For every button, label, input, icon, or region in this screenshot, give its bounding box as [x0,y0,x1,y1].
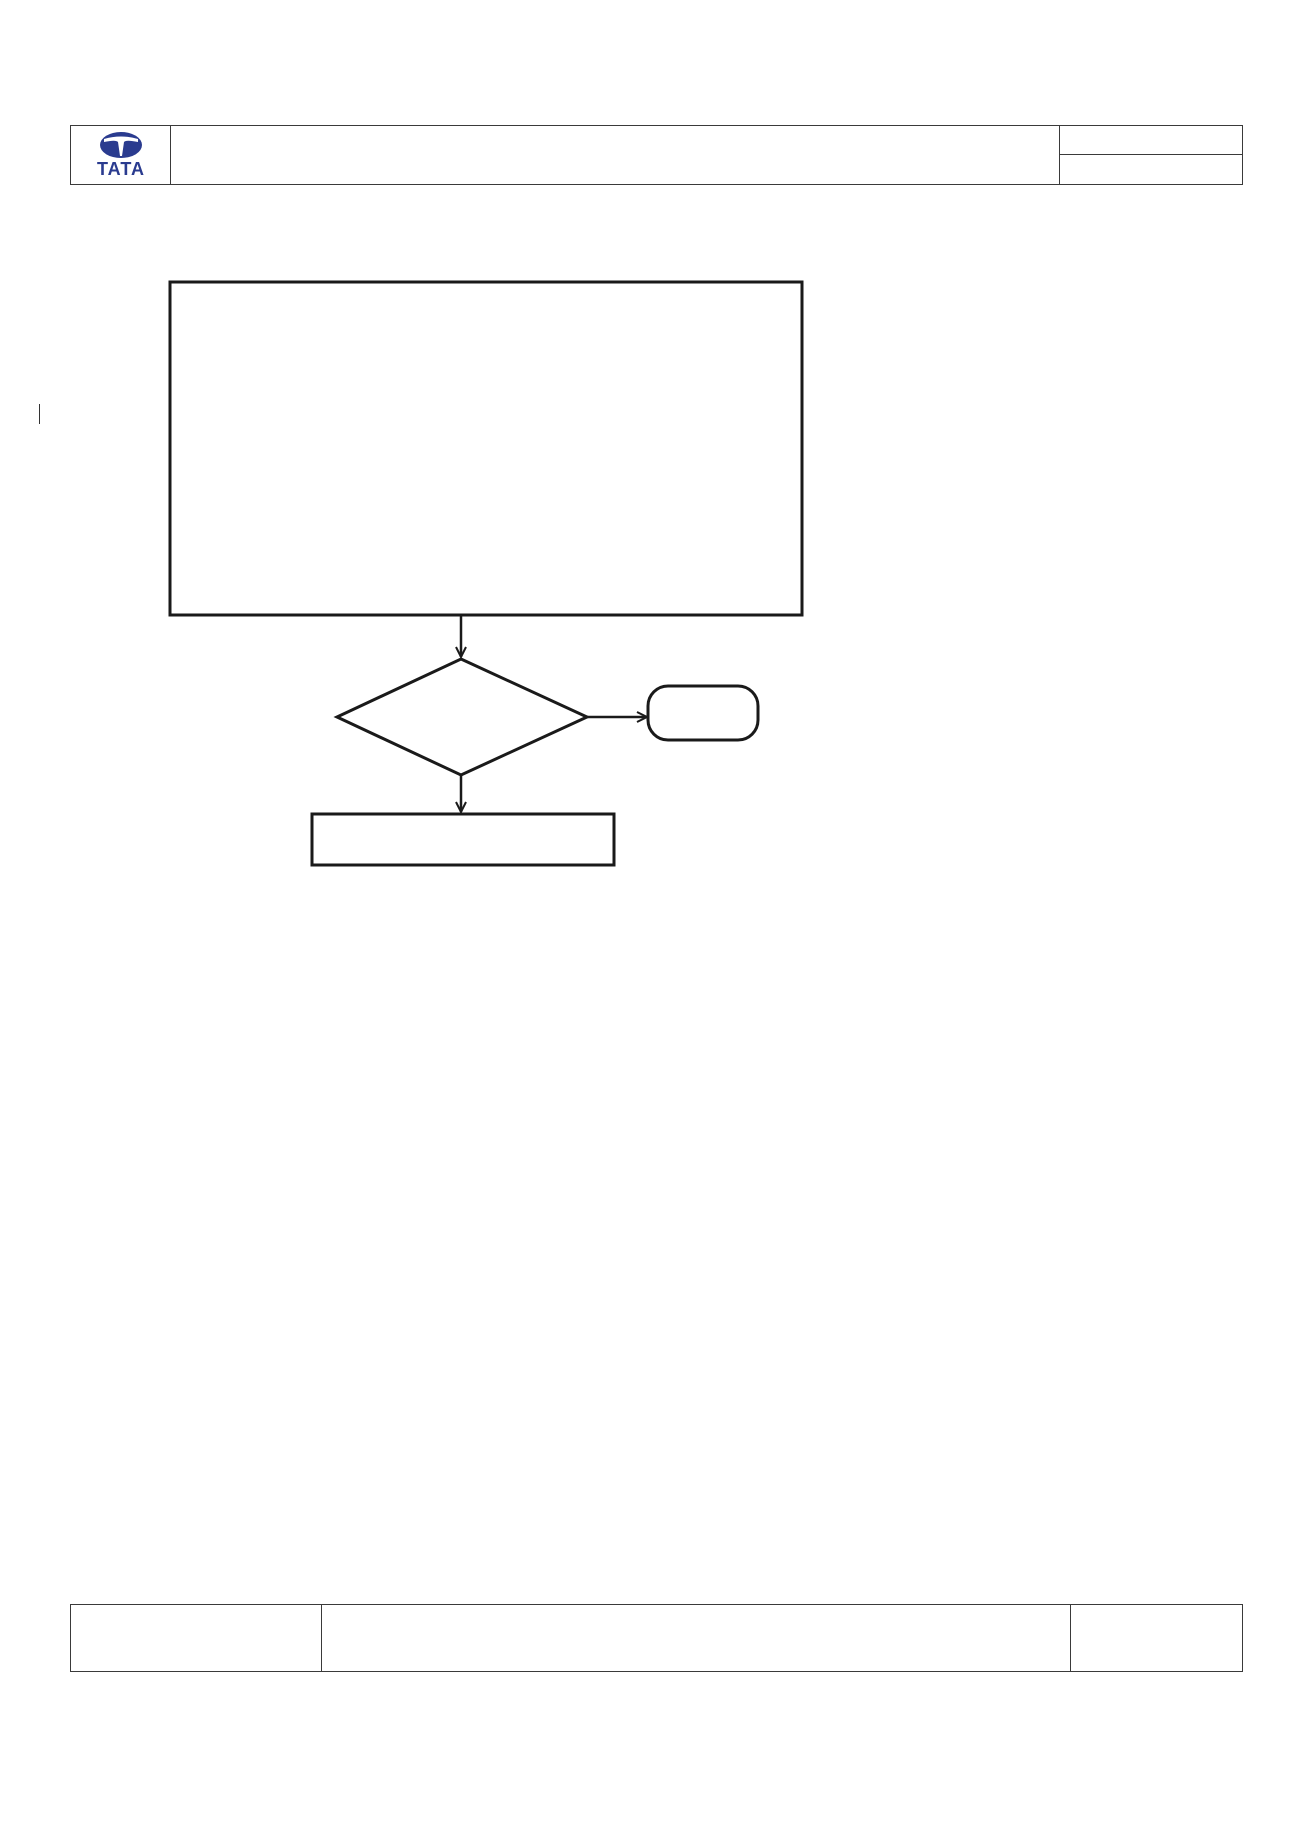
header-doc-number-cell [1060,126,1242,155]
decision-diamond [333,657,591,777]
terminal-box [646,684,760,742]
footer-right-cell [1071,1605,1242,1671]
footer-mid-cell [322,1605,1071,1671]
process-box [168,280,804,617]
header-title-cell [171,126,1060,184]
footer-left-cell [71,1605,322,1671]
logo-wordmark: TATA [97,159,145,179]
margin-mark [39,404,40,424]
output-box [310,812,616,867]
document-footer [70,1604,1243,1672]
document-header: TATA [70,125,1243,185]
tata-logo-icon [100,132,142,158]
header-logo-cell: TATA [71,126,171,184]
